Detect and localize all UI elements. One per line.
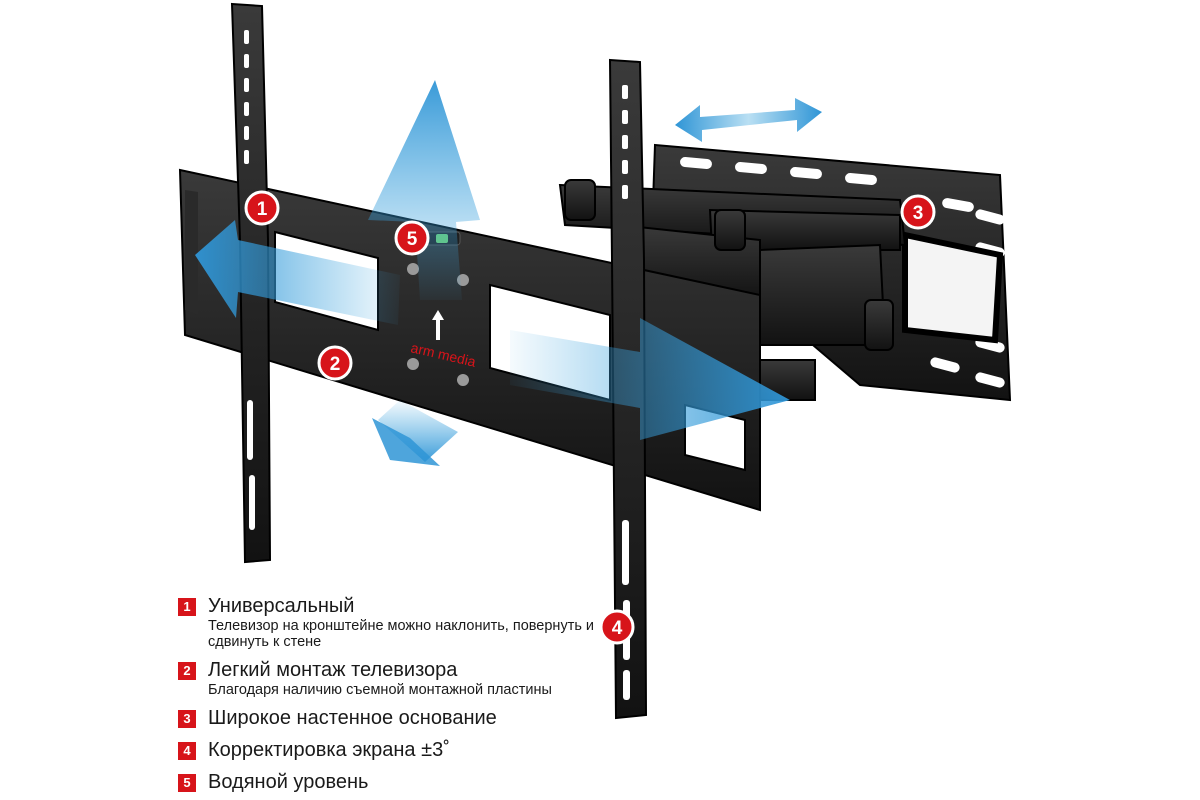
feature-number-badge: 4 [178, 742, 196, 760]
marker-2: 2 [317, 345, 353, 381]
feature-item-5: 5 Водяной уровень [178, 770, 598, 794]
feature-item-2: 2 Легкий монтаж телевизора Благодаря нал… [178, 658, 598, 698]
marker-4-label: 4 [612, 618, 623, 639]
feature-title: Широкое настенное основание [208, 707, 497, 729]
marker-4: 4 [599, 609, 635, 645]
motion-arrows [195, 80, 822, 466]
feature-item-3: 3 Широкое настенное основание [178, 706, 598, 730]
marker-2-label: 2 [330, 354, 341, 375]
feature-list: 1 Универсальный Телевизор на кронштейне … [178, 594, 598, 794]
feature-number-badge: 1 [178, 598, 196, 616]
feature-number-badge: 5 [178, 774, 196, 792]
marker-1: 1 [244, 190, 280, 226]
feature-title: Легкий монтаж телевизора [208, 659, 458, 681]
marker-1-label: 1 [257, 199, 268, 220]
marker-3: 3 [900, 194, 936, 230]
feature-item-4: 4 Корректировка экрана ±3˚ [178, 738, 598, 762]
feature-description: Благодаря наличию съемной монтажной плас… [208, 682, 552, 698]
marker-5-label: 5 [407, 229, 418, 250]
feature-description: Телевизор на кронштейне можно наклонить,… [208, 618, 595, 650]
feature-title: Универсальный [208, 595, 355, 617]
feature-number-badge: 3 [178, 710, 196, 728]
marker-5: 5 [394, 220, 430, 256]
feature-title: Водяной уровень [208, 771, 369, 793]
feature-item-1: 1 Универсальный Телевизор на кронштейне … [178, 594, 598, 650]
feature-title: Корректировка экрана ±3˚ [208, 739, 450, 761]
feature-number-badge: 2 [178, 662, 196, 680]
marker-3-label: 3 [913, 203, 924, 224]
